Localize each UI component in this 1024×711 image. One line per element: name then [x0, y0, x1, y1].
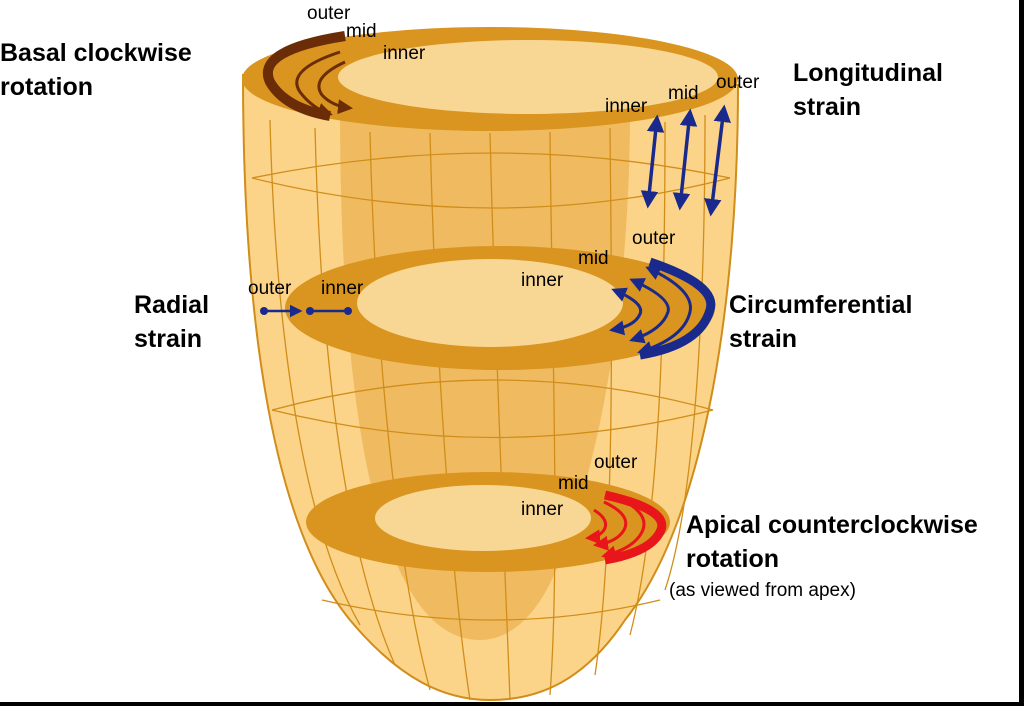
basal-outer-label: outer	[307, 3, 351, 24]
longitudinal-outer-label: outer	[716, 72, 760, 93]
basal-mid-label: mid	[346, 21, 377, 42]
longitudinal-inner-label: inner	[605, 96, 648, 117]
frame-edge-bottom	[0, 702, 1024, 706]
basal-title: Basal clockwise rotation	[0, 36, 192, 104]
circumferential-mid-label: mid	[578, 248, 609, 269]
circumferential-outer-label: outer	[632, 228, 676, 249]
radial-inner-label: inner	[321, 278, 364, 299]
circumferential-inner-label: inner	[521, 270, 564, 291]
basal-title-line2: rotation	[0, 73, 94, 101]
longitudinal-arrows	[640, 104, 731, 217]
radial-title: Radial strain	[134, 288, 209, 356]
apical-title: Apical counterclockwise rotation	[686, 508, 978, 576]
longitudinal-mid-label: mid	[668, 83, 699, 104]
apical-inner-label: inner	[521, 499, 564, 520]
basal-title-line1: Basal clockwise	[0, 39, 192, 67]
frame-edge-right	[1019, 0, 1024, 706]
apical-ring	[306, 472, 670, 572]
circumferential-title-line1: Circumferential	[729, 291, 913, 319]
basal-inner-label: inner	[383, 43, 426, 64]
radial-title-line2: strain	[134, 325, 203, 353]
longitudinal-title-line2: strain	[793, 93, 862, 121]
longitudinal-title-line1: Longitudinal	[793, 59, 943, 87]
basal-ring	[242, 27, 738, 131]
apical-outer-label: outer	[594, 452, 638, 473]
circumferential-title: Circumferential strain	[729, 288, 912, 356]
radial-outer-label: outer	[248, 278, 292, 299]
longitudinal-title: Longitudinal strain	[793, 56, 943, 124]
apical-title-line2: rotation	[686, 545, 780, 573]
apical-note: (as viewed from apex)	[669, 580, 856, 601]
circumferential-title-line2: strain	[729, 325, 798, 353]
apical-title-line1: Apical counterclockwise	[686, 511, 978, 539]
mid-ring	[260, 246, 716, 370]
apical-mid-label: mid	[558, 473, 589, 494]
radial-title-line1: Radial	[134, 291, 210, 319]
